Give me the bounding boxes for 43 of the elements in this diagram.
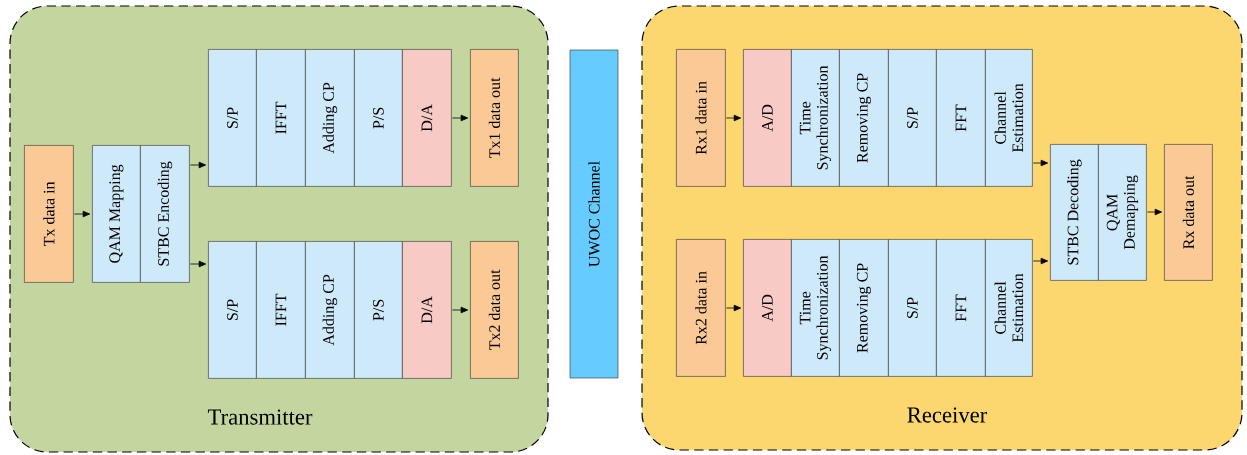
process-box: Adding CP xyxy=(305,49,355,187)
process-box: FFT xyxy=(936,49,986,187)
arrow xyxy=(452,114,469,122)
arrow xyxy=(1147,208,1163,216)
process-box: Channel Estimation xyxy=(985,49,1033,187)
process-box: Channel Estimation xyxy=(985,239,1033,377)
converter-box: D/A xyxy=(402,49,452,187)
process-box: Time Synchronization xyxy=(791,239,840,377)
process-box: FFT xyxy=(936,239,986,377)
process-box: S/P xyxy=(888,49,937,187)
process-box: IFFT xyxy=(256,241,306,379)
process-box: Removing CP xyxy=(839,49,889,187)
process-box: QAM Demapping xyxy=(1098,144,1147,281)
arrow xyxy=(726,304,742,312)
converter-box: A/D xyxy=(743,49,792,187)
output-box: Rx data out xyxy=(1164,144,1213,281)
input-box: Rx2 data in xyxy=(676,239,726,377)
process-box: STBC Decoding xyxy=(1050,144,1099,281)
process-box: Adding CP xyxy=(305,241,355,379)
arrow xyxy=(190,161,207,169)
converter-box: A/D xyxy=(743,239,792,377)
process-box: STBC Encoding xyxy=(140,145,190,283)
input-box: Rx1 data in xyxy=(676,49,726,187)
process-box: Removing CP xyxy=(839,239,889,377)
process-box: S/P xyxy=(888,239,937,377)
arrow xyxy=(1033,257,1049,265)
input-box: Tx data in xyxy=(24,145,74,283)
process-box: P/S xyxy=(354,49,403,187)
arrow xyxy=(452,306,469,314)
converter-box: D/A xyxy=(402,241,452,379)
arrow xyxy=(74,210,91,218)
process-box: IFFT xyxy=(256,49,306,187)
process-box: Time Synchronization xyxy=(791,49,840,187)
process-box: S/P xyxy=(208,49,257,187)
channel-box: UWOC Channel xyxy=(569,49,619,379)
arrow xyxy=(1033,159,1049,167)
process-box: QAM Mapping xyxy=(92,145,141,283)
arrow xyxy=(190,260,207,268)
output-box: Tx1 data out xyxy=(470,49,519,187)
arrow xyxy=(726,114,742,122)
process-box: S/P xyxy=(208,241,257,379)
process-box: P/S xyxy=(354,241,403,379)
output-box: Tx2 data out xyxy=(470,241,519,379)
